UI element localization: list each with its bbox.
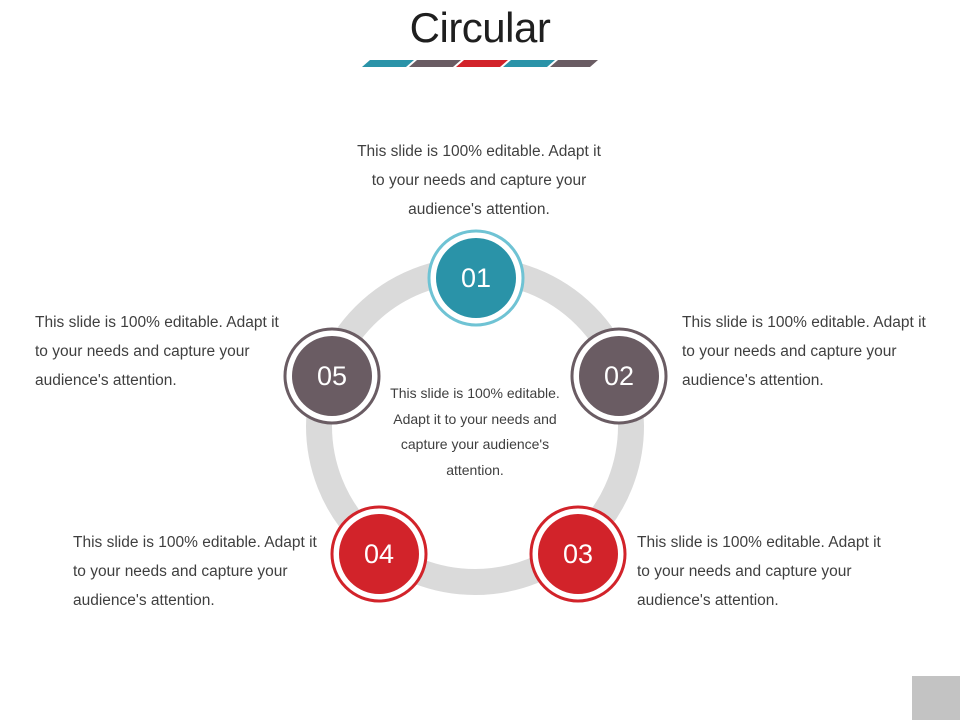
node-02-label: 02: [604, 361, 634, 391]
slide-title: Circular: [409, 4, 551, 51]
node-04-description: This slide is 100% editable. Adapt it to…: [73, 534, 317, 609]
node-03[interactable]: 03: [529, 505, 627, 603]
node-05[interactable]: 05: [283, 327, 381, 425]
node-01-description: This slide is 100% editable. Adapt it to…: [357, 143, 601, 218]
node-01-label: 01: [461, 263, 491, 293]
underline-segment-teal-2: [503, 60, 555, 67]
node-03-label: 03: [563, 539, 593, 569]
underline-segment-teal: [362, 60, 414, 67]
node-04[interactable]: 04: [330, 505, 428, 603]
underline-segment-gray: [409, 60, 461, 67]
node-01-circle: [436, 238, 516, 318]
node-04-circle: [339, 514, 419, 594]
node-05-circle: [292, 336, 372, 416]
node-02-description: This slide is 100% editable. Adapt it to…: [682, 314, 926, 389]
node-04-label: 04: [364, 539, 394, 569]
center-description: This slide is 100% editable. Adapt it to…: [390, 385, 560, 478]
title-underline-decoration: [362, 60, 598, 67]
node-01[interactable]: 01: [427, 229, 525, 327]
node-02[interactable]: 02: [570, 327, 668, 425]
node-02-circle: [579, 336, 659, 416]
node-03-description: This slide is 100% editable. Adapt it to…: [637, 534, 881, 609]
node-05-label: 05: [317, 361, 347, 391]
node-05-description: This slide is 100% editable. Adapt it to…: [35, 314, 279, 389]
underline-segment-gray-2: [550, 60, 598, 67]
underline-segment-red: [456, 60, 508, 67]
corner-placeholder-box: [912, 676, 960, 720]
node-03-circle: [538, 514, 618, 594]
